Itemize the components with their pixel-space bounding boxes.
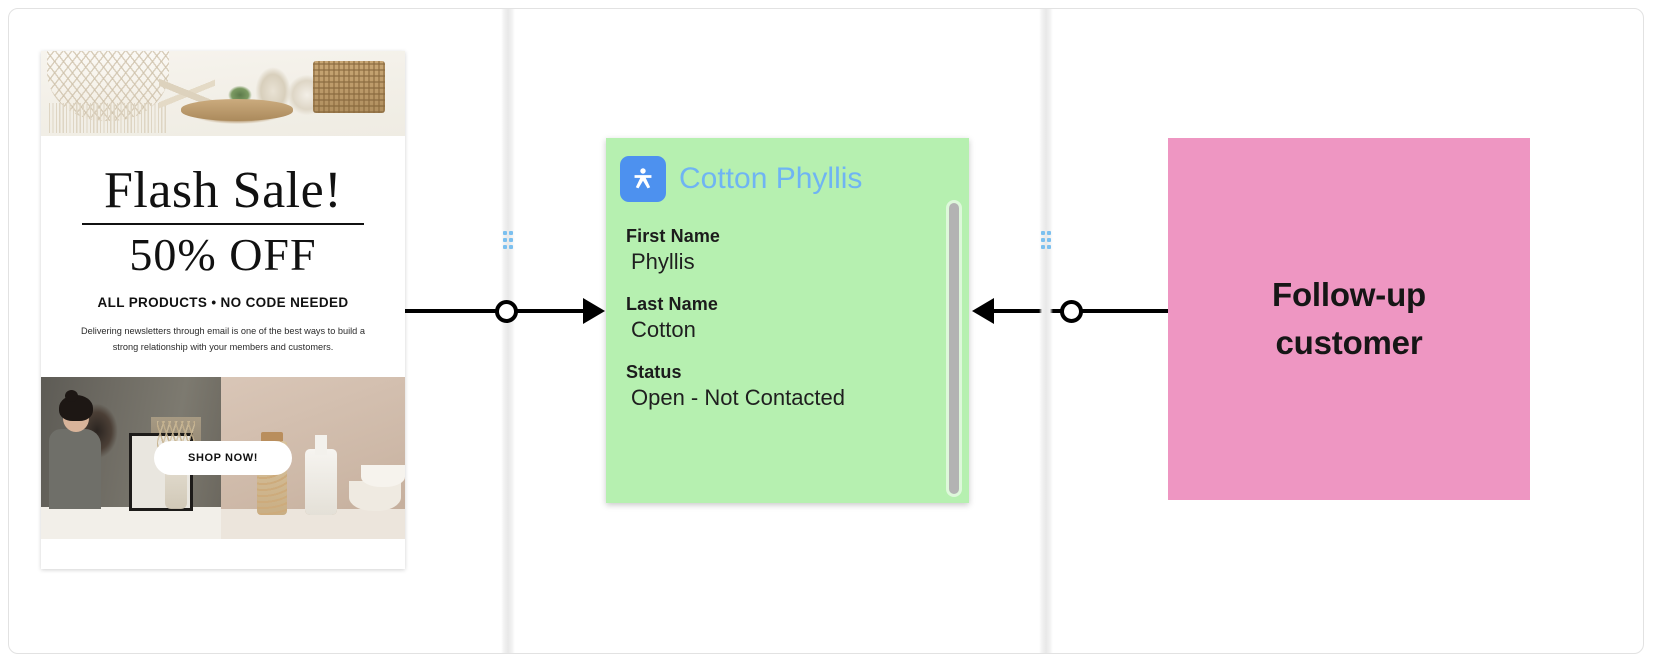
field-value: Phyllis bbox=[631, 249, 695, 274]
arrow-head-right-icon bbox=[583, 298, 605, 324]
sticky-note[interactable]: Follow-up customer bbox=[1168, 138, 1530, 500]
flyer-divider-rule bbox=[82, 223, 364, 226]
record-card[interactable]: Cotton Phyllis First Name Phyllis Last N… bbox=[606, 138, 969, 503]
shop-now-button[interactable]: SHOP NOW! bbox=[154, 440, 292, 475]
ceramic-bowl-upper bbox=[361, 464, 405, 487]
person-body bbox=[49, 428, 101, 509]
field-value: Open - Not Contacted bbox=[631, 385, 846, 410]
connector-line bbox=[405, 309, 583, 313]
arrow-head-left-icon bbox=[972, 298, 994, 324]
bottle-neck bbox=[315, 434, 327, 455]
column-divider-1[interactable] bbox=[501, 9, 515, 653]
card-scrollbar-thumb[interactable] bbox=[949, 203, 959, 494]
flyer-body-copy: Delivering newsletters through email is … bbox=[81, 326, 365, 352]
flyer-headline: Flash Sale! bbox=[103, 162, 343, 219]
field-label: Last Name bbox=[626, 294, 718, 314]
woven-basket bbox=[313, 61, 385, 113]
flyer-discount: 50% OFF bbox=[129, 229, 317, 281]
card-scrollbar[interactable] bbox=[946, 200, 962, 497]
drag-dots-icon[interactable] bbox=[1041, 231, 1051, 249]
connector-knob[interactable] bbox=[495, 300, 518, 323]
field-label: Status bbox=[626, 362, 682, 382]
field-first-name: First Name Phyllis bbox=[626, 226, 969, 275]
lead-person-icon bbox=[620, 156, 666, 202]
field-last-name: Last Name Cotton bbox=[626, 294, 969, 343]
record-title: Cotton Phyllis bbox=[679, 162, 863, 195]
record-card-header: Cotton Phyllis bbox=[606, 138, 969, 202]
field-value: Cotton bbox=[631, 317, 696, 342]
record-field-list: First Name Phyllis Last Name Cotton Stat… bbox=[606, 202, 969, 411]
macrame-fringe bbox=[49, 103, 167, 133]
flyer-footer-images: SHOP NOW! bbox=[41, 376, 405, 539]
column-divider-2[interactable] bbox=[1039, 9, 1053, 653]
flyer-hero-image bbox=[41, 51, 405, 136]
wooden-tray bbox=[181, 99, 293, 121]
email-flyer-card[interactable]: Flash Sale! 50% OFF ALL PRODUCTS • NO CO… bbox=[41, 51, 405, 569]
flyer-body: Flash Sale! 50% OFF ALL PRODUCTS • NO CO… bbox=[41, 136, 405, 377]
drag-dots-icon[interactable] bbox=[503, 231, 513, 249]
table-surface bbox=[41, 506, 221, 539]
connector-knob[interactable] bbox=[1060, 300, 1083, 323]
wooden-ladder bbox=[159, 53, 215, 133]
field-status: Status Open - Not Contacted bbox=[626, 362, 969, 411]
person-hair-bun bbox=[65, 389, 78, 402]
ceramic-bottle bbox=[305, 448, 337, 515]
flyer-subhead: ALL PRODUCTS • NO CODE NEEDED bbox=[97, 295, 349, 311]
sticky-note-text: Follow-up customer bbox=[1272, 276, 1426, 361]
field-label: First Name bbox=[626, 226, 721, 246]
